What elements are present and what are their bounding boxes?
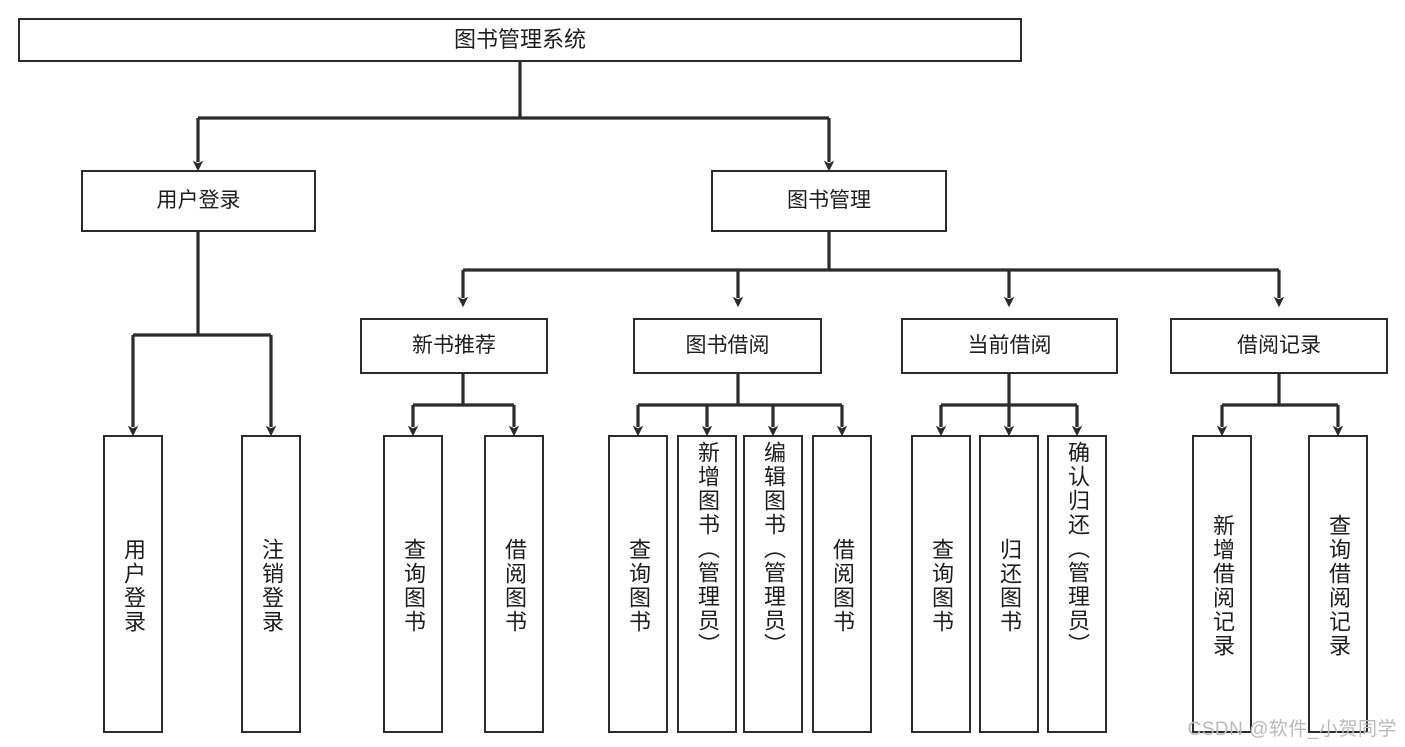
node-user-login-label: 用户登录	[156, 189, 241, 213]
node-book-manage-label: 图书管理	[787, 189, 871, 213]
leaf-book-borrow-query[interactable]: 查询图书	[608, 435, 668, 733]
node-new-book-recommend-label: 新书推荐	[412, 334, 496, 358]
leaf-borrow-record-query-label: 查询借阅记录	[1326, 514, 1351, 658]
node-current-borrow[interactable]: 当前借阅	[901, 318, 1118, 374]
leaf-book-borrow-query-label: 查询图书	[626, 538, 651, 634]
csdn-watermark: CSDN @软件_小贺同学	[1187, 719, 1397, 740]
leaf-borrow-record-add-label: 新增借阅记录	[1210, 514, 1235, 658]
node-root-system[interactable]: 图书管理系统	[18, 18, 1022, 62]
leaf-book-borrow-borrow-label: 借阅图书	[830, 538, 855, 634]
leaf-current-borrow-return-label: 归还图书	[997, 538, 1022, 634]
leaf-borrow-record-add[interactable]: 新增借阅记录	[1192, 435, 1252, 733]
leaf-current-borrow-confirm[interactable]: 确认归还（管理员）	[1047, 435, 1107, 733]
leaf-new-book-query[interactable]: 查询图书	[383, 435, 443, 733]
node-new-book-recommend[interactable]: 新书推荐	[360, 318, 548, 374]
leaf-current-borrow-query-label: 查询图书	[929, 538, 954, 634]
node-borrow-record-label: 借阅记录	[1237, 334, 1321, 358]
node-borrow-record[interactable]: 借阅记录	[1170, 318, 1388, 374]
leaf-book-borrow-add[interactable]: 新增图书（管理员）	[677, 435, 737, 733]
leaf-book-borrow-edit[interactable]: 编辑图书（管理员）	[743, 435, 803, 733]
node-current-borrow-label: 当前借阅	[967, 334, 1052, 358]
leaf-user-login-signin[interactable]: 用户登录	[103, 435, 163, 733]
node-user-login[interactable]: 用户登录	[81, 170, 316, 232]
leaf-book-borrow-borrow[interactable]: 借阅图书	[812, 435, 872, 733]
leaf-book-borrow-edit-label: 编辑图书（管理员）	[761, 441, 786, 657]
leaf-new-book-query-label: 查询图书	[401, 538, 426, 634]
leaf-current-borrow-return[interactable]: 归还图书	[979, 435, 1039, 733]
leaf-user-login-signout[interactable]: 注销登录	[241, 435, 301, 733]
leaf-user-login-signin-label: 用户登录	[121, 538, 146, 634]
leaf-user-login-signout-label: 注销登录	[259, 538, 284, 634]
leaf-current-borrow-query[interactable]: 查询图书	[911, 435, 971, 733]
leaf-new-book-borrow-label: 借阅图书	[502, 538, 527, 634]
node-root-system-label: 图书管理系统	[453, 26, 586, 52]
node-book-borrow[interactable]: 图书借阅	[633, 318, 822, 374]
node-book-borrow-label: 图书借阅	[685, 334, 770, 358]
leaf-current-borrow-confirm-label: 确认归还（管理员）	[1065, 441, 1090, 657]
leaf-borrow-record-query[interactable]: 查询借阅记录	[1308, 435, 1368, 733]
leaf-new-book-borrow[interactable]: 借阅图书	[484, 435, 544, 733]
node-book-manage[interactable]: 图书管理	[711, 170, 947, 232]
leaf-book-borrow-add-label: 新增图书（管理员）	[695, 441, 720, 657]
